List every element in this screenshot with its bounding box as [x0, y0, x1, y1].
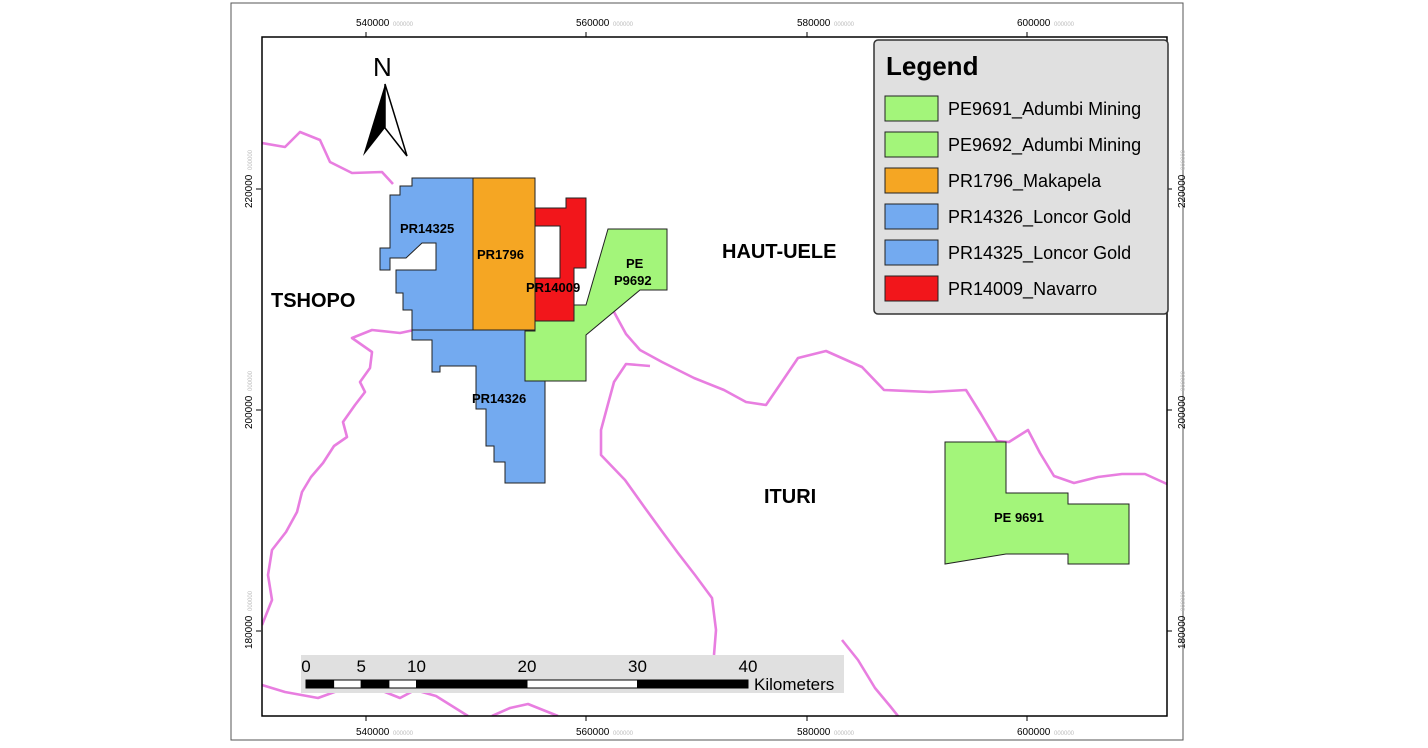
legend-item-label: PR14009_Navarro: [948, 279, 1097, 300]
scale-bar-segment: [388, 679, 417, 689]
boundary-ituri-west: [599, 362, 718, 656]
y-tick-suffix: 000000: [248, 370, 254, 391]
boundary-tshopo-north: [262, 130, 394, 185]
legend-swatch: [884, 203, 939, 230]
y-tick-right: 200000: [1177, 395, 1188, 429]
x-tick-bottom: 540000: [356, 727, 390, 738]
scale-bar-unit: Kilometers: [754, 675, 834, 694]
x-tick-suffix: 000000: [834, 22, 855, 28]
scale-bar-tick-label: 30: [628, 657, 647, 676]
y-tick-suffix: 000000: [248, 590, 254, 611]
y-tick-left: 200000: [244, 395, 255, 429]
x-tick-suffix: 000000: [1054, 731, 1075, 737]
scale-bar-segment: [305, 679, 335, 689]
legend-item-label: PR14326_Loncor Gold: [948, 207, 1131, 228]
label-pe9692-line1: PE: [626, 256, 644, 271]
scale-bar-segment: [416, 679, 528, 689]
label-pe9692-line2: P9692: [614, 273, 652, 288]
y-tick-right: 180000: [1177, 615, 1188, 649]
y-tick-suffix: 000000: [1181, 149, 1187, 170]
map-area: N PR14325 PR1796 PR14009 PE P9692 PR1432…: [262, 37, 1167, 716]
scale-bar-marks: 0 5 10 20 30 40: [301, 657, 758, 689]
scale-bar-tick-label: 20: [518, 657, 537, 676]
x-tick-bottom: 600000: [1017, 727, 1051, 738]
x-tick-top: 580000: [797, 18, 831, 29]
concessions: [379, 177, 1130, 565]
boundary-south-3: [840, 639, 900, 716]
scale-bar-tick-label: 0: [301, 657, 310, 676]
map-border: [261, 36, 1168, 717]
x-ticks-bottom: 540000 000000 560000 000000 580000 00000…: [356, 727, 1075, 738]
label-pr1796: PR1796: [477, 247, 524, 262]
boundary-south-2: [491, 702, 559, 716]
parcel-pe9691: [944, 441, 1130, 565]
boundary-tshopo-west: [262, 328, 415, 626]
north-arrow-icon: N: [363, 52, 408, 157]
scale-bar-segment: [526, 679, 638, 689]
legend-title: Legend: [886, 51, 978, 81]
scale-bar-segment: [637, 679, 749, 689]
label-region-ituri: ITURI: [764, 486, 816, 508]
x-ticks-top: 540000 000000 560000 000000 580000 00000…: [356, 18, 1075, 29]
x-tick-top: 540000: [356, 18, 390, 29]
scale-bar-tick-label: 5: [357, 657, 366, 676]
x-tick-suffix: 000000: [613, 731, 634, 737]
y-tick-suffix: 000000: [248, 149, 254, 170]
x-tick-top: 600000: [1017, 18, 1051, 29]
label-pr14326: PR14326: [472, 391, 526, 406]
legend: Legend PE9691_Adumbi MiningPE9692_Adumbi…: [873, 39, 1169, 315]
x-tick-suffix: 000000: [834, 731, 855, 737]
label-pr14009: PR14009: [526, 280, 580, 295]
legend-item-label: PR14325_Loncor Gold: [948, 243, 1131, 264]
x-tick-suffix: 000000: [393, 731, 414, 737]
legend-item-label: PR1796_Makapela: [948, 171, 1102, 192]
x-tick-bottom: 560000: [576, 727, 610, 738]
label-region-haut-uele: HAUT-UELE: [722, 241, 836, 263]
y-tick-suffix: 000000: [1181, 590, 1187, 611]
boundary-ituri: [602, 284, 1167, 486]
parcel-pr14325: [379, 177, 474, 331]
x-tick-suffix: 000000: [393, 22, 414, 28]
x-tick-suffix: 000000: [613, 22, 634, 28]
y-tick-left: 180000: [244, 615, 255, 649]
scale-bar: 0 5 10 20 30 40 Kilometers: [301, 655, 844, 694]
legend-box: [873, 39, 1169, 315]
scale-bar-segment: [333, 679, 362, 689]
label-region-tshopo: TSHOPO: [271, 290, 355, 312]
y-ticks-right: 220000 000000 200000 000000 180000 00000…: [1177, 149, 1188, 649]
scale-bar-tick-label: 10: [407, 657, 426, 676]
y-tick-left: 220000: [244, 174, 255, 208]
x-tick-suffix: 000000: [1054, 22, 1075, 28]
y-tick-suffix: 000000: [1181, 370, 1187, 391]
legend-item-label: PE9692_Adumbi Mining: [948, 135, 1141, 156]
legend-swatch: [884, 239, 939, 266]
label-pr14325: PR14325: [400, 221, 454, 236]
province-boundaries: [262, 130, 1167, 716]
legend-swatch: [884, 167, 939, 194]
parcel-pr14326: [411, 329, 546, 484]
y-tick-right: 220000: [1177, 174, 1188, 208]
scale-bar-segment: [360, 679, 390, 689]
legend-item-label: PE9691_Adumbi Mining: [948, 99, 1141, 120]
label-pe9691: PE 9691: [994, 510, 1044, 525]
x-tick-bottom: 580000: [797, 727, 831, 738]
y-ticks-left: 220000 000000 200000 000000 180000 00000…: [244, 149, 255, 649]
legend-swatch: [884, 275, 939, 302]
scale-bar-tick-label: 40: [739, 657, 758, 676]
legend-swatch: [884, 95, 939, 122]
north-label: N: [373, 52, 392, 82]
x-tick-top: 560000: [576, 18, 610, 29]
legend-swatch: [884, 131, 939, 158]
tick-marks: [256, 32, 1172, 721]
